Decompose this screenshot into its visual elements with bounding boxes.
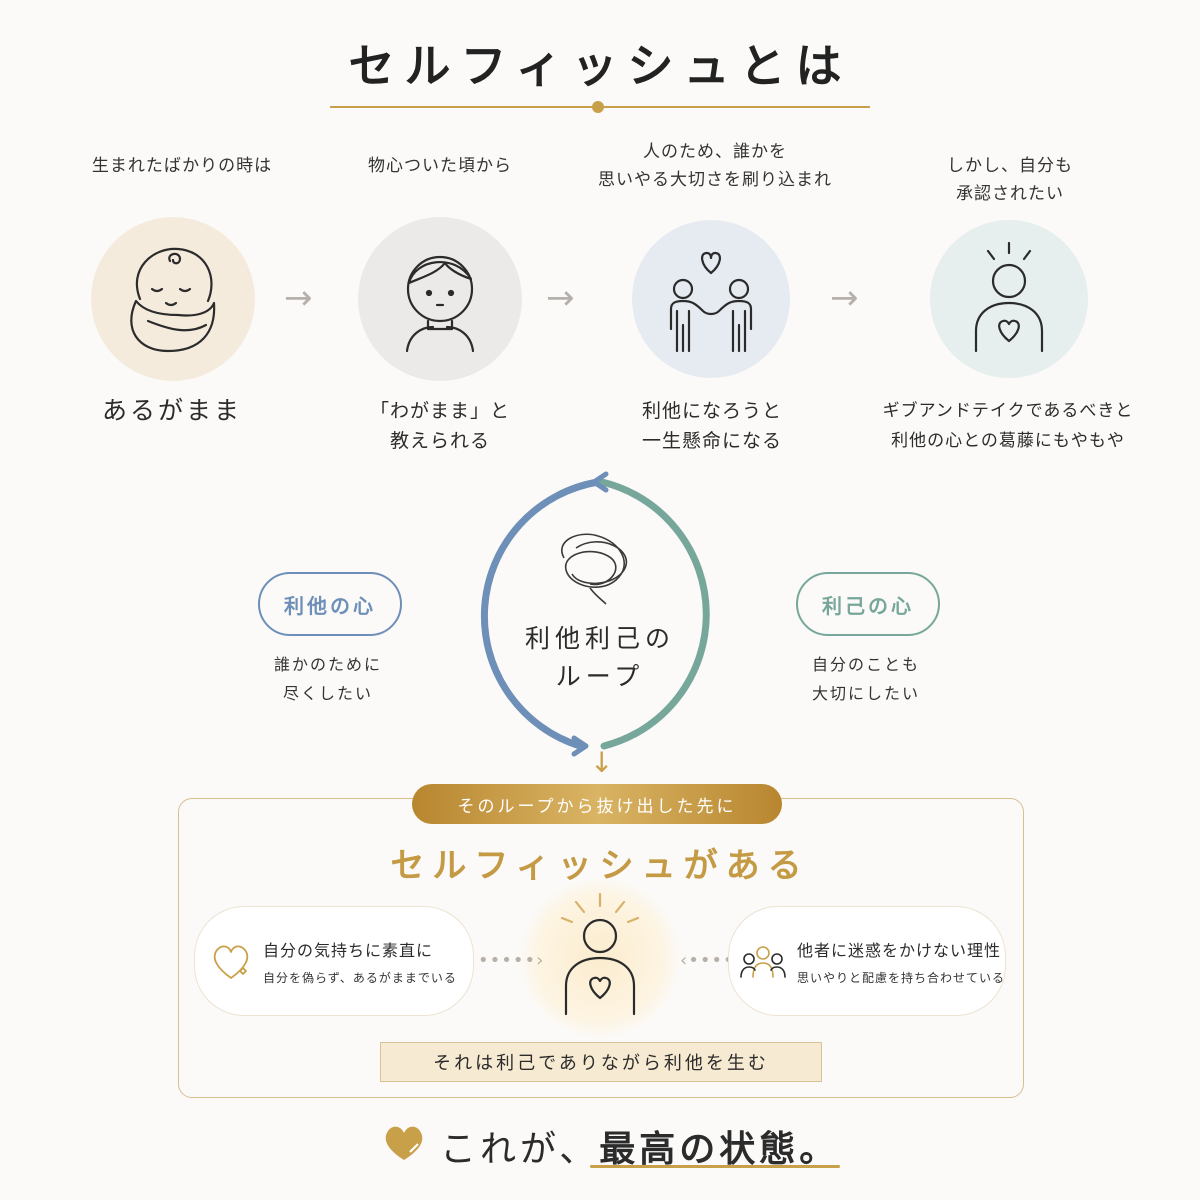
- loop-ring: [480, 471, 710, 757]
- person-heart-icon: [560, 892, 640, 1016]
- person-heart-icon: [974, 241, 1044, 353]
- loop-arrowhead-top-icon: [591, 471, 609, 493]
- reason-card-sub: 思いやりと配慮を持ち合わせている: [797, 970, 1006, 985]
- step-1-circle: [91, 217, 255, 381]
- final-prefix: これが、: [440, 1129, 600, 1170]
- loop-arc-right: [598, 478, 710, 750]
- step-2-circle: [358, 217, 522, 381]
- dotted-arrow-right-icon: •••••›: [478, 950, 545, 971]
- loop-center-text: 利他利己の ループ: [524, 624, 675, 691]
- heart-sparkle-icon: [213, 945, 249, 979]
- self-interest-pill: 利己の心: [796, 572, 940, 636]
- arrow-right-icon: →: [830, 278, 859, 318]
- child-icon: [405, 255, 475, 353]
- step-4-label: ギブアンドテイクであるべきと 利他の心との葛藤にもやもや: [882, 401, 1134, 451]
- step-3-caption: 人のため、誰かを 思いやる大切さを刷り込まれ: [598, 142, 832, 190]
- final-underline: [590, 1165, 840, 1168]
- final-statement: これが、最高の状態。: [440, 1120, 839, 1172]
- holding-hands-icon: [669, 251, 753, 353]
- step-2-label: 「わがまま」と 教えられる: [369, 400, 510, 452]
- summary-bar: それは利己でありながら利他を生む: [380, 1042, 822, 1082]
- self-interest-description: 自分のことも 大切にしたい: [811, 655, 920, 703]
- loop-arc-left: [480, 478, 602, 750]
- step-3-label: 利他になろうと 一生懸命になる: [641, 400, 782, 452]
- arrow-down-icon: ↓: [590, 746, 614, 779]
- reason-card-text: 他者に迷惑をかけない理性 思いやりと配慮を持ち合わせている: [797, 937, 1005, 986]
- page-title: セルフィッシュとは: [348, 39, 852, 93]
- step-3-circle: [632, 220, 790, 378]
- honest-card-sub: 自分を偽らず、あるがままでいる: [263, 970, 457, 985]
- reason-card-title: 他者に迷惑をかけない理性: [797, 940, 1002, 960]
- tangle-icon: [561, 533, 628, 605]
- honest-card-title: 自分の気持ちに素直に: [263, 940, 434, 960]
- step-2-caption: 物心ついた頃から: [368, 156, 512, 176]
- arrow-right-icon: →: [546, 278, 575, 318]
- arrow-right-icon: →: [284, 278, 313, 318]
- step-4-circle: [930, 220, 1088, 378]
- reason-card: 他者に迷惑をかけない理性 思いやりと配慮を持ち合わせている: [728, 906, 1006, 1016]
- step-4-caption: しかし、自分も 承認されたい: [947, 156, 1073, 204]
- title-divider-dot: [592, 101, 604, 113]
- altruism-description: 誰かのために 尽くしたい: [273, 655, 382, 703]
- step-1-caption: 生まれたばかりの時は: [91, 156, 273, 176]
- heart-icon: [385, 1126, 423, 1160]
- honest-card: 自分の気持ちに素直に 自分を偽らず、あるがままでいる: [194, 906, 474, 1016]
- honest-card-text: 自分の気持ちに素直に 自分を偽らず、あるがままでいる: [263, 937, 457, 986]
- final-emphasis: 最高の状態。: [599, 1128, 840, 1170]
- baby-icon: [130, 247, 216, 353]
- loop-arrowhead-bottom-icon: [571, 735, 589, 757]
- step-1-label: あるがまま: [101, 396, 242, 425]
- group-people-icon: [740, 946, 786, 978]
- altruism-pill: 利他の心: [258, 572, 402, 636]
- result-banner: そのループから抜け出した先に: [412, 784, 782, 824]
